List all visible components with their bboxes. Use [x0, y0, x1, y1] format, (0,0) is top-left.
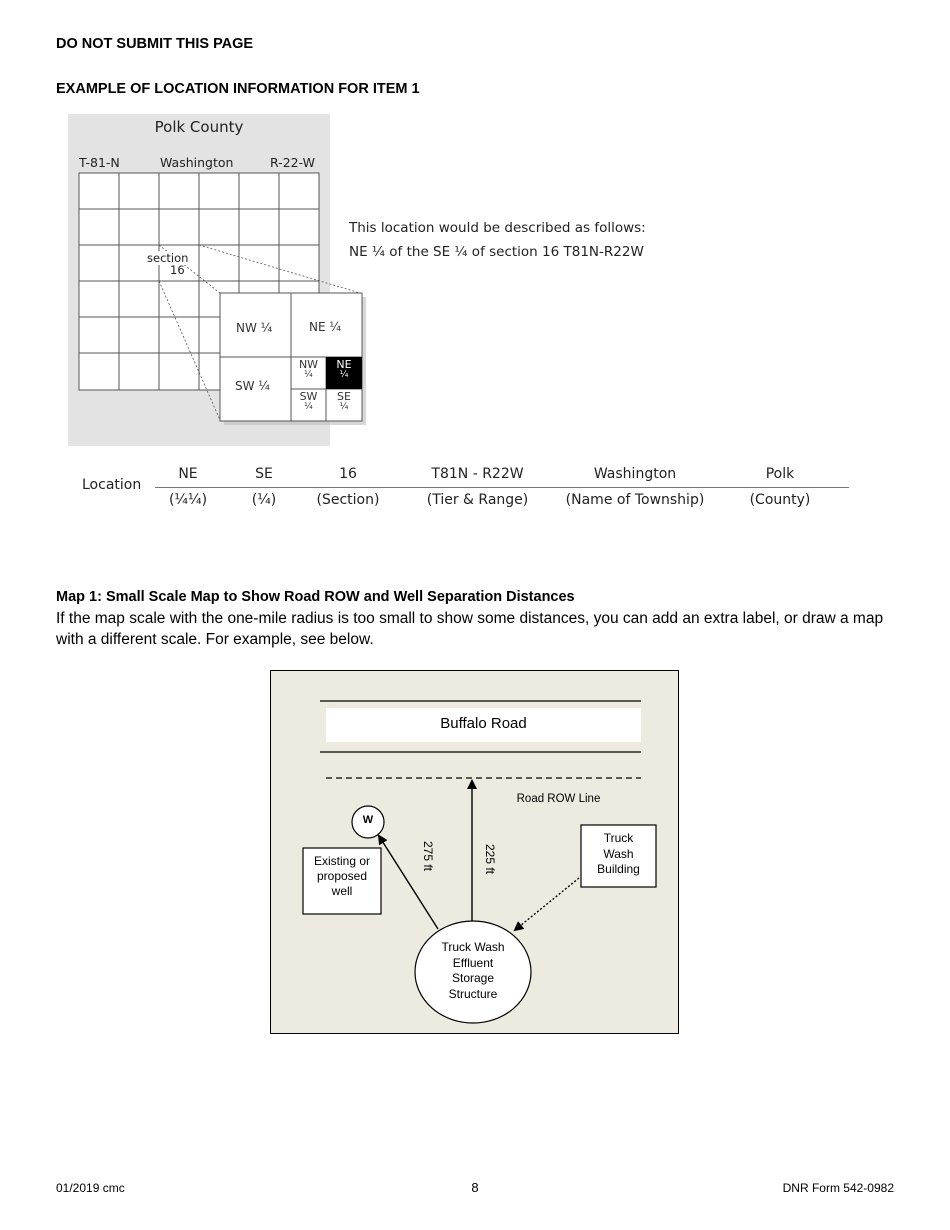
- location-table-rule: [155, 487, 849, 488]
- distance-row-label: 225 ft: [483, 843, 497, 875]
- structure-label-line3: Storage: [451, 971, 495, 985]
- well-circle: [351, 805, 385, 839]
- structure-label-line4: Structure: [448, 986, 498, 1001]
- table-value-qq: NE: [178, 466, 198, 482]
- well-label-line2: proposed: [316, 869, 368, 883]
- sub-quarter-se: SE ¼: [326, 391, 362, 413]
- sub-ne-fraction: ¼: [339, 370, 349, 380]
- sub-se-label: SE: [337, 390, 351, 403]
- section-number: 16: [170, 263, 185, 277]
- structure-label-line2: Effluent: [452, 955, 494, 970]
- structure-label-line1: Truck Wash: [441, 940, 505, 954]
- building-label-line2: Wash: [603, 846, 634, 861]
- location-example-figure: Polk County T-81-N Washington R-22-W sec…: [60, 110, 860, 530]
- township-name: Washington: [160, 155, 234, 170]
- highlighted-ne-quarter: [326, 357, 362, 389]
- map1-description: If the map scale with the one-mile radiu…: [56, 610, 884, 648]
- footer-date: 01/2019 cmc: [56, 1181, 125, 1195]
- township-label: T-81-N: [79, 155, 120, 170]
- range-label: R-22-W: [270, 155, 315, 170]
- table-value-county: Polk: [765, 466, 795, 482]
- quarter-nw: NW ¼: [236, 321, 273, 335]
- sub-sw-fraction: ¼: [304, 402, 313, 412]
- section-word: section: [146, 251, 190, 265]
- quarter-sw: SW ¼: [235, 379, 270, 393]
- table-value-township: Washington: [593, 466, 677, 482]
- well-symbol: W: [362, 814, 374, 826]
- location-row-label: Location: [82, 477, 142, 493]
- sub-sw-label: SW: [299, 390, 318, 403]
- table-caption-county: (County): [749, 492, 811, 508]
- do-not-submit-warning: DO NOT SUBMIT THIS PAGE: [56, 36, 254, 52]
- quarter-ne: NE ¼: [309, 320, 342, 334]
- location-description-line2: NE ¼ of the SE ¼ of section 16 T81N-R22W: [349, 244, 644, 260]
- location-description-line1: This location would be described as foll…: [349, 220, 646, 236]
- table-caption-section: (Section): [316, 492, 380, 508]
- table-caption-township: (Name of Township): [565, 492, 705, 508]
- table-caption-tier-range: (Tier & Range): [426, 492, 529, 508]
- example-title: EXAMPLE OF LOCATION INFORMATION FOR ITEM…: [56, 81, 420, 97]
- table-value-tier-range: T81N - R22W: [431, 466, 524, 482]
- footer-page-number: 8: [471, 1180, 479, 1195]
- sub-quarter-ne: NE ¼: [326, 359, 362, 381]
- building-label-line3: Building: [597, 862, 640, 876]
- road-surface: [326, 708, 641, 742]
- truck-wash-building-box: [580, 824, 657, 888]
- county-title: Polk County: [154, 118, 244, 136]
- township-grid-diagram: [68, 114, 366, 446]
- map1-title: Map 1: Small Scale Map to Show Road ROW …: [56, 589, 575, 605]
- building-label-line1: Truck: [603, 831, 634, 845]
- arrow-to-well: [377, 834, 439, 930]
- well-label-box: [302, 847, 382, 915]
- building-label: Truck Wash Building: [581, 831, 656, 878]
- storage-structure-ellipse: [414, 920, 532, 1024]
- row-line-label: Road ROW Line: [516, 793, 601, 805]
- sub-ne-label: NE: [336, 358, 352, 371]
- road-row-map: Buffalo Road Road ROW Line W Existing or…: [270, 670, 679, 1034]
- table-value-q: SE: [255, 466, 273, 482]
- sub-nw-fraction: ¼: [304, 370, 313, 380]
- sub-quarter-nw: NW ¼: [291, 359, 326, 381]
- distance-well-label: 275 ft: [421, 840, 435, 872]
- road-name: Buffalo Road: [440, 715, 527, 732]
- sub-quarter-sw: SW ¼: [291, 391, 326, 413]
- structure-label: Truck Wash Effluent Storage Structure: [415, 940, 531, 1002]
- road-row-map-svg: [302, 700, 657, 1024]
- table-value-section: 16: [339, 466, 357, 482]
- arrow-from-building: [513, 877, 580, 932]
- well-label-line3: well: [331, 884, 353, 898]
- well-label: Existing or proposed well: [303, 854, 381, 899]
- table-caption-qq: (¼¼): [168, 492, 208, 508]
- table-caption-q: (¼): [251, 492, 277, 508]
- sub-se-fraction: ¼: [339, 402, 349, 412]
- well-label-line1: Existing or: [313, 854, 371, 868]
- footer-form-number: DNR Form 542-0982: [782, 1181, 894, 1195]
- sub-nw-label: NW: [298, 358, 319, 371]
